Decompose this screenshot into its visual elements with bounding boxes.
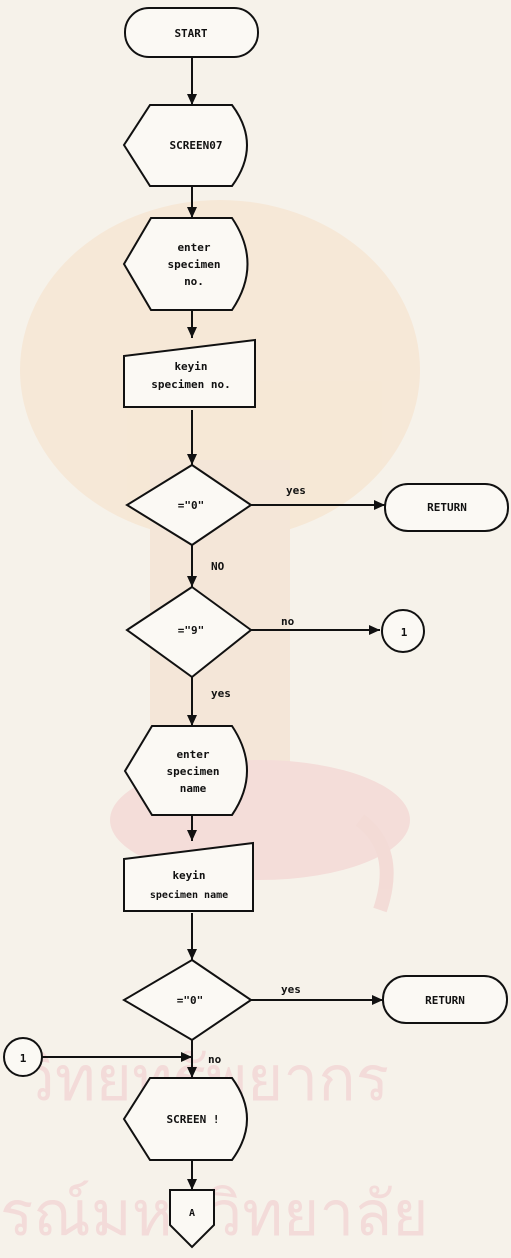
screen07-display: SCREEN07 <box>122 104 248 187</box>
decision1-yes-label: yes <box>286 484 306 497</box>
screen-next-display: SCREEN ! <box>122 1077 248 1161</box>
off-page-connector-a: A <box>169 1189 215 1249</box>
prompt-specimen-no-display: enter specimen no. <box>122 217 249 311</box>
prompt-no-line-1: enter <box>177 241 210 254</box>
keyin-no-line-1: keyin <box>174 360 207 373</box>
decision1-no-label: NO <box>211 560 225 573</box>
decision3-label: ="0" <box>177 994 204 1007</box>
prompt-name-line-3: name <box>180 782 207 795</box>
decision-equals-0-first: ="0" <box>125 463 253 547</box>
start-terminal: START <box>124 7 259 58</box>
decision1-label: ="0" <box>178 499 205 512</box>
decision3-no-label: no <box>208 1053 222 1066</box>
prompt-specimen-name-display: enter specimen name <box>123 725 248 816</box>
prompt-name-line-1: enter <box>176 748 209 761</box>
return-terminal-first: RETURN <box>384 483 509 532</box>
off-connector-1-out: 1 <box>381 609 425 653</box>
decision3-yes-label: yes <box>281 983 301 996</box>
return1-label: RETURN <box>427 501 467 514</box>
return2-label: RETURN <box>425 994 465 1007</box>
decision2-no-label: no <box>281 615 295 628</box>
offpage-label: A <box>189 1208 195 1219</box>
keyin-specimen-name-input: keyin specimen name <box>123 841 254 912</box>
connector-in-label: 1 <box>20 1052 27 1065</box>
connector-out-label: 1 <box>401 626 408 639</box>
decision2-yes-label: yes <box>211 687 231 700</box>
decision-equals-9: ="9" <box>125 585 253 679</box>
connector-lines <box>36 57 385 1190</box>
return-terminal-second: RETURN <box>382 975 508 1024</box>
prompt-name-line-2: specimen <box>167 765 220 778</box>
decision2-label: ="9" <box>178 624 205 637</box>
start-label: START <box>174 27 207 40</box>
off-connector-1-in: 1 <box>3 1037 43 1077</box>
arrowheads <box>181 94 385 1190</box>
screen-next-label: SCREEN ! <box>167 1113 220 1126</box>
decision-equals-0-second: ="0" <box>122 958 253 1042</box>
keyin-name-line-1: keyin <box>172 869 205 882</box>
keyin-specimen-no-input: keyin specimen no. <box>123 338 256 408</box>
screen07-label: SCREEN07 <box>170 139 223 152</box>
keyin-no-line-2: specimen no. <box>151 378 230 391</box>
keyin-name-line-2: specimen name <box>150 889 228 901</box>
prompt-no-line-2: specimen <box>168 258 221 271</box>
prompt-no-line-3: no. <box>184 275 204 288</box>
